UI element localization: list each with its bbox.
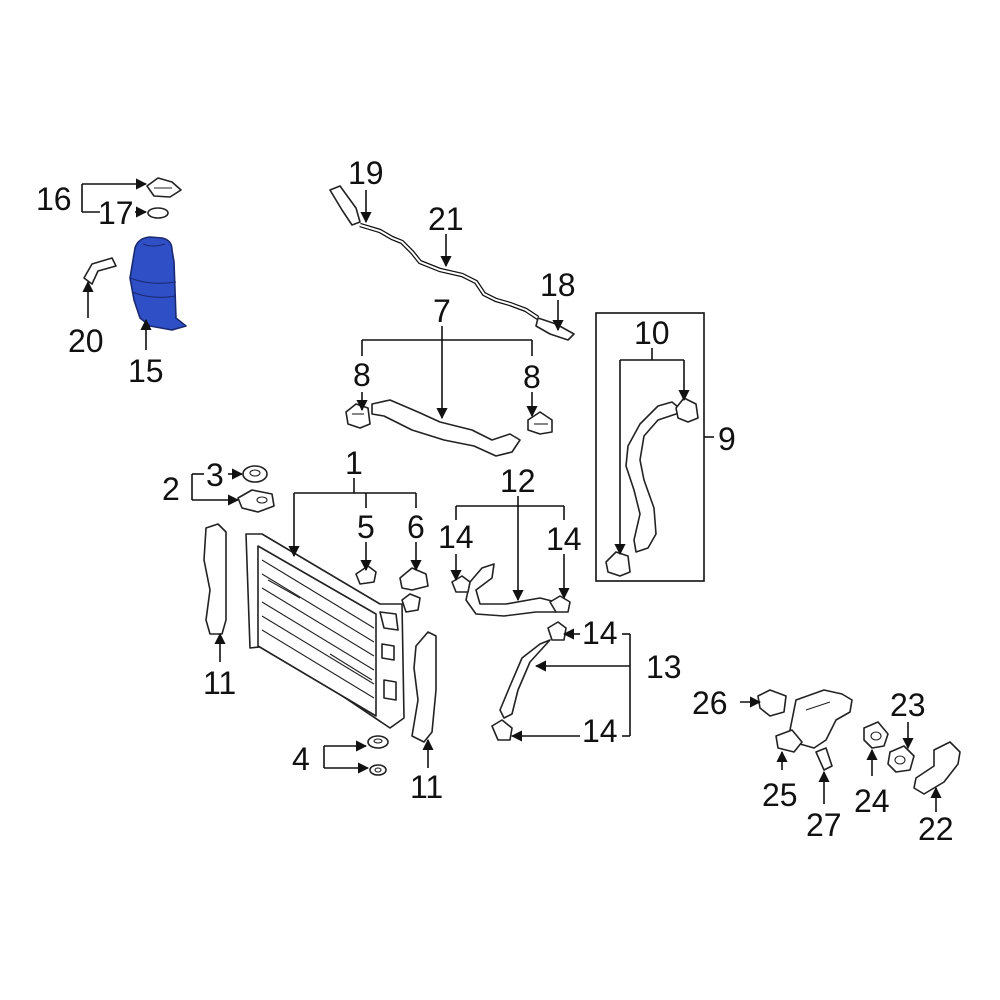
part-23-thermostat-seal[interactable] — [887, 745, 915, 773]
part-6-radiator-cap[interactable] — [399, 567, 429, 591]
part-4-lower-insulator-top[interactable] — [367, 735, 389, 749]
callout-16: 16 — [36, 181, 72, 217]
callout-14-12-left: 14 — [438, 519, 474, 555]
callout-2: 2 — [162, 471, 180, 507]
part-20-overflow-hose[interactable] — [83, 257, 117, 285]
part-4-lower-insulator-bottom[interactable] — [369, 764, 387, 776]
part-24-thermostat[interactable] — [863, 721, 889, 749]
part-10-clamp-top[interactable] — [675, 397, 699, 423]
part-3-grommet[interactable] — [242, 465, 268, 483]
part-9-kit-box — [595, 312, 705, 582]
callout-4: 4 — [292, 741, 310, 777]
reservoir-band-lower — [131, 291, 177, 298]
part-14-clamp-13-top[interactable] — [547, 621, 567, 641]
callout-1: 1 — [345, 445, 363, 481]
callout-9: 9 — [718, 421, 736, 457]
callout-3: 3 — [206, 457, 224, 493]
reservoir-band-upper — [129, 277, 177, 284]
callout-13: 13 — [646, 649, 682, 685]
callout-26: 26 — [692, 685, 728, 721]
callout-21: 21 — [428, 201, 464, 237]
part-11-air-guide-right[interactable] — [411, 631, 437, 743]
part-15-coolant-reservoir[interactable] — [129, 236, 187, 331]
part-13-lower-hose[interactable] — [499, 639, 551, 719]
part-14-clamp-12-right[interactable] — [549, 595, 571, 613]
callout-labels: 16 17 20 15 19 21 18 7 8 8 10 9 1 5 6 3 … — [36, 155, 954, 847]
part-17-cap-seal[interactable] — [147, 207, 169, 219]
callout-7: 7 — [433, 293, 451, 329]
callout-15: 15 — [128, 353, 164, 389]
callout-14-13-top: 14 — [582, 615, 618, 651]
callout-11-right: 11 — [410, 769, 443, 805]
callout-24: 24 — [854, 783, 890, 819]
part-27-temperature-sensor[interactable] — [815, 747, 833, 771]
part-19-hose-bracket[interactable] — [329, 185, 361, 226]
part-12-hose[interactable] — [465, 563, 557, 617]
part-2-mount-bracket[interactable] — [237, 489, 275, 513]
part-26-gasket[interactable] — [757, 689, 787, 717]
part-14-clamp-13-bottom[interactable] — [491, 719, 513, 741]
part-1-radiator[interactable] — [245, 533, 405, 729]
part-25-thermostat-housing[interactable] — [775, 689, 853, 753]
part-10-heater-hose-assembly[interactable] — [625, 401, 685, 553]
callout-25: 25 — [762, 777, 798, 813]
callout-14-12-right: 14 — [546, 521, 582, 557]
callout-14-13-bottom: 14 — [582, 713, 618, 749]
part-22-water-outlet-hose[interactable] — [913, 741, 961, 795]
callout-19: 19 — [348, 155, 384, 191]
callout-8-right: 8 — [523, 359, 541, 395]
part-8-clamp-left[interactable] — [345, 403, 371, 429]
part-14-clamp-12-left[interactable] — [451, 575, 471, 593]
part-8-clamp-right[interactable] — [527, 411, 553, 435]
part-1-filler-neck — [401, 593, 421, 613]
callout-18: 18 — [540, 267, 576, 303]
callout-22: 22 — [918, 811, 954, 847]
callout-20: 20 — [68, 323, 104, 359]
callout-11-left: 11 — [203, 665, 236, 701]
reservoir-neck — [142, 243, 166, 247]
callout-5: 5 — [357, 509, 375, 545]
callout-17: 17 — [98, 195, 134, 231]
part-11-air-guide-left[interactable] — [203, 523, 227, 635]
callout-6: 6 — [407, 509, 425, 545]
leader-lines — [81, 178, 942, 812]
callout-10: 10 — [634, 315, 670, 351]
callout-12: 12 — [500, 463, 536, 499]
part-10-clamp-bottom[interactable] — [605, 551, 631, 577]
part-7-upper-hose[interactable] — [371, 399, 521, 457]
part-18-hose-bracket[interactable] — [535, 317, 575, 341]
part-16-reservoir-cap[interactable] — [146, 177, 182, 198]
callout-8-left: 8 — [353, 357, 371, 393]
callout-23: 23 — [890, 687, 926, 723]
callout-27: 27 — [806, 807, 842, 843]
